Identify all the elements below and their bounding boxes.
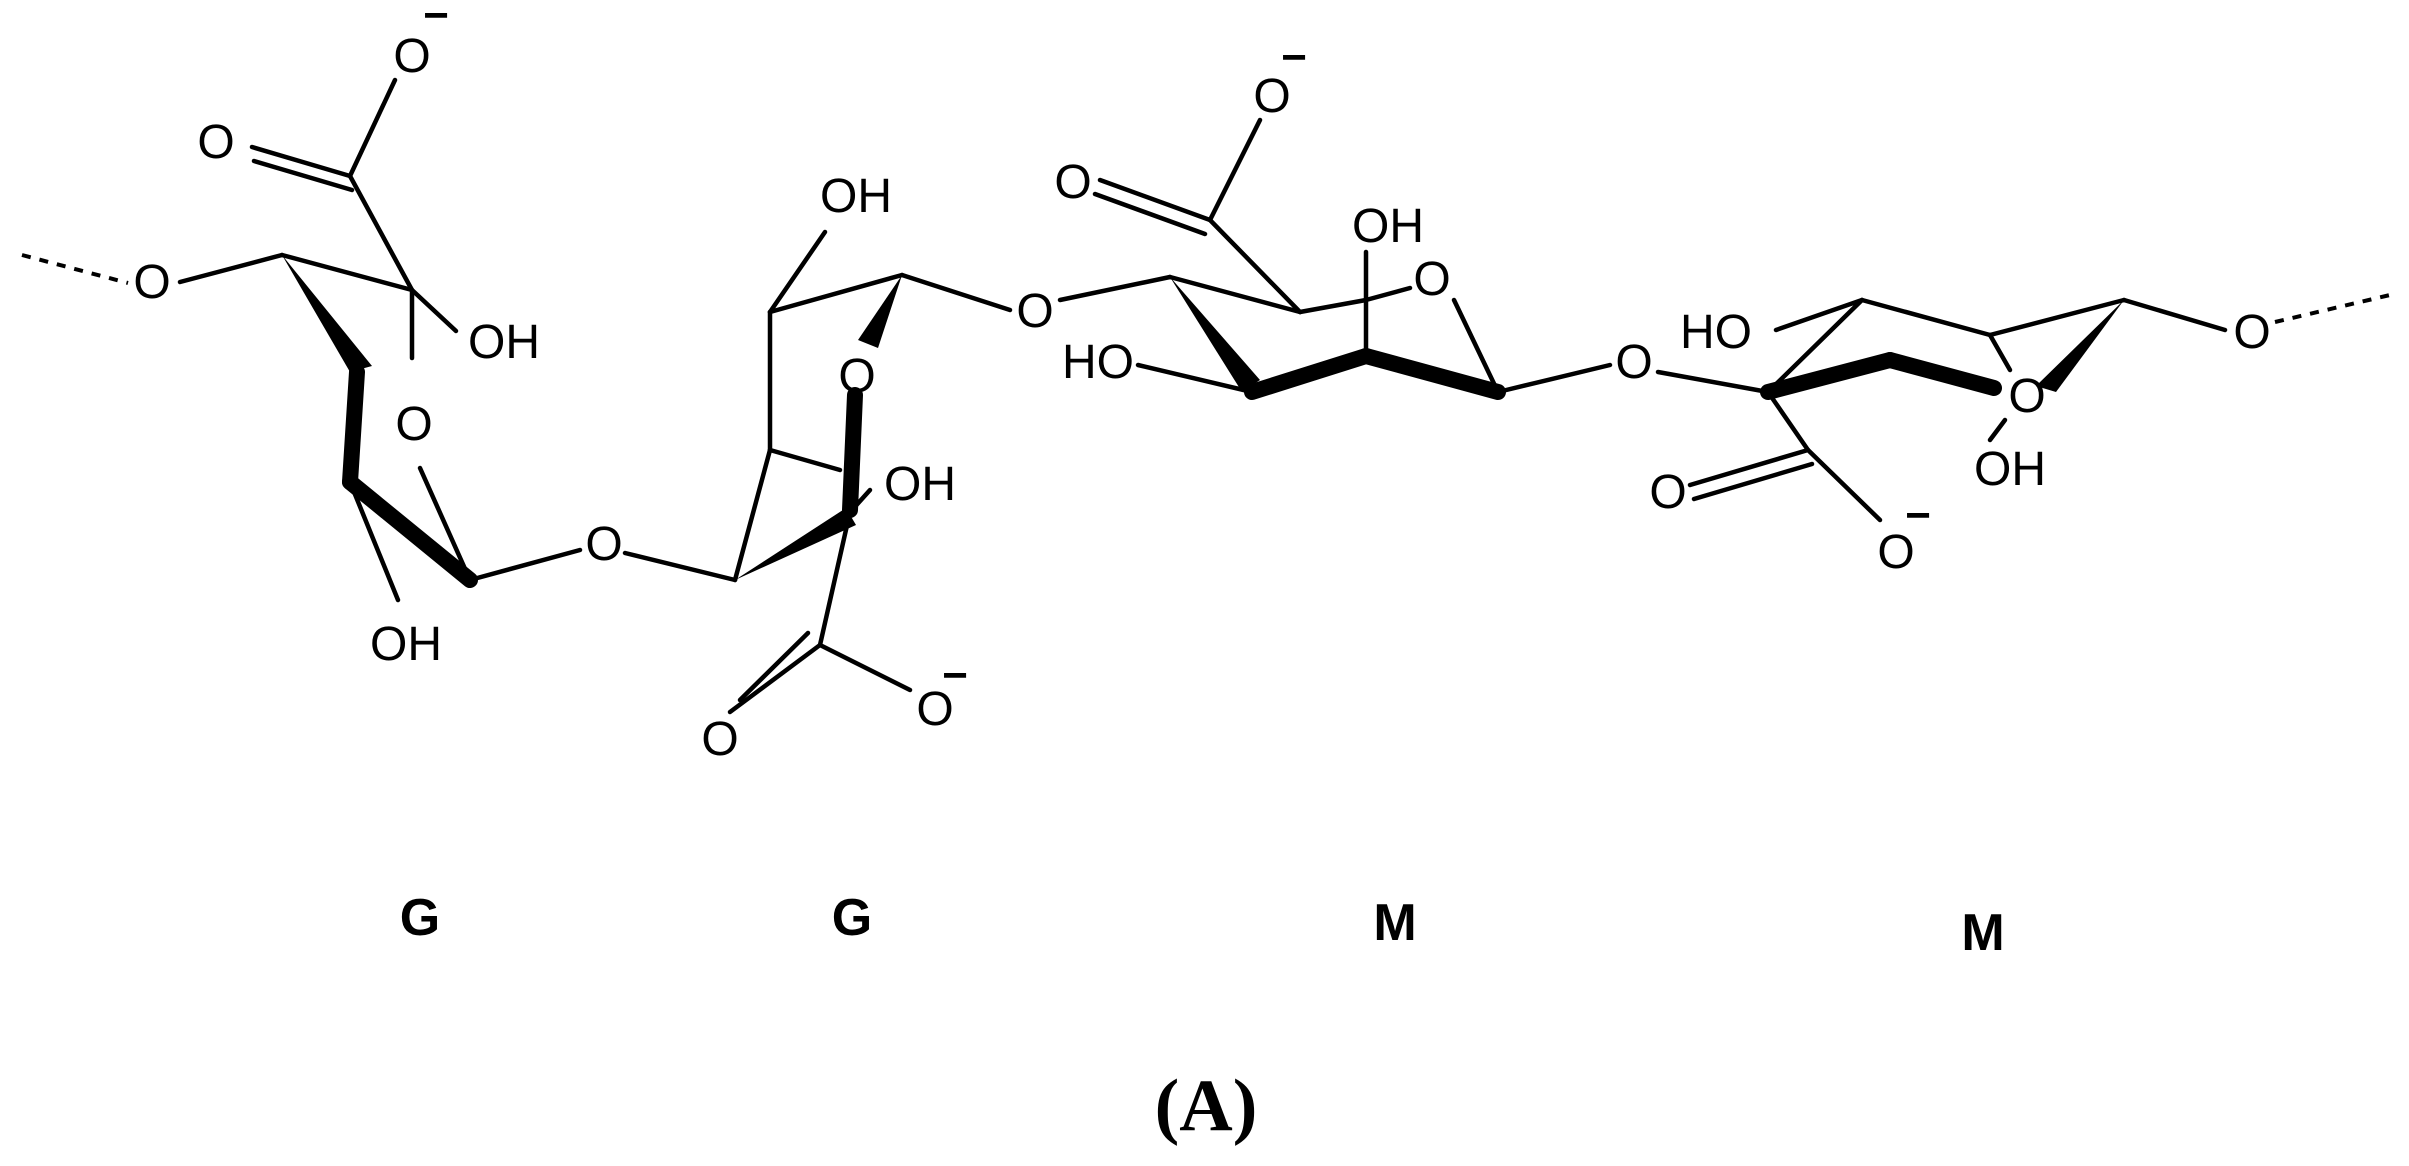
unit-label-g1: G xyxy=(400,889,440,947)
wedge-bond xyxy=(1170,277,1260,392)
unit-label-m3: M xyxy=(1373,894,1416,952)
atom-label: O xyxy=(1016,285,1053,338)
atom-label: HO xyxy=(1680,306,1752,359)
wedge-bond xyxy=(858,275,902,348)
atom-label: O xyxy=(1615,336,1652,389)
unit-labels: G G M M xyxy=(400,889,2005,962)
charge-label: − xyxy=(423,0,449,40)
atom-label: OH xyxy=(468,316,540,369)
atom-label: O xyxy=(2008,370,2045,423)
atom-label: OH xyxy=(820,170,892,223)
atom-label: O xyxy=(1413,253,1450,306)
atom-label: O xyxy=(701,713,738,766)
wedge-bond xyxy=(282,255,372,372)
atom-label: HO xyxy=(1062,336,1134,389)
atom-label: O xyxy=(585,518,622,571)
atom-label: O xyxy=(1649,466,1686,519)
residue-g2 xyxy=(622,229,1013,715)
atom-label: O xyxy=(197,116,234,169)
residue-g1 xyxy=(21,77,583,603)
residue-m4 xyxy=(1655,293,2391,523)
atom-label: O xyxy=(2233,306,2270,359)
wedge-bond xyxy=(735,508,856,580)
wedge-bond xyxy=(2036,300,2124,392)
atom-label: O xyxy=(916,683,953,736)
charge-label: − xyxy=(942,651,968,700)
atom-label: O xyxy=(395,398,432,451)
atom-label: O xyxy=(1054,156,1091,209)
atom-label: OH xyxy=(370,618,442,671)
atom-label: OH xyxy=(884,458,956,511)
atom-label: O xyxy=(1877,526,1914,579)
atom-label: O xyxy=(838,350,875,403)
atom-label: OH xyxy=(1352,200,1424,253)
atom-label: O xyxy=(1253,70,1290,123)
atom-label: OH xyxy=(1974,443,2046,496)
atom-labels: O O − O OH O OH O OH O OH O O − O O − O … xyxy=(133,0,2270,766)
charge-label: − xyxy=(1281,33,1307,82)
unit-label-g2: G xyxy=(832,889,872,947)
panel-label: (A) xyxy=(1155,1065,1258,1147)
atom-label: O xyxy=(393,30,430,83)
charge-label: − xyxy=(1905,491,1931,540)
atom-label: O xyxy=(133,256,170,309)
residue-m3 xyxy=(1057,117,1613,400)
unit-label-m4: M xyxy=(1961,904,2004,962)
